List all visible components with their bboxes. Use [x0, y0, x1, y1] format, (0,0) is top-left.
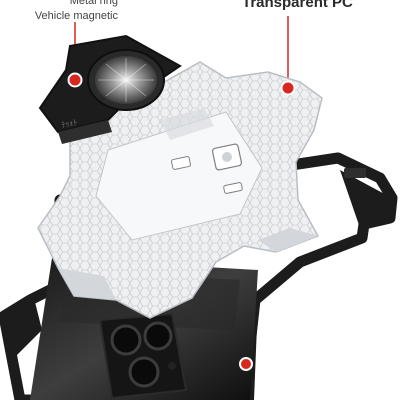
- svg-text:ﾃｩｫﾄ: ﾃｩｫﾄ: [61, 118, 79, 130]
- camera-lens-icon: [143, 321, 173, 351]
- camera-lens-icon: [128, 356, 160, 388]
- vehicle-magnetic-label: Vehicle magnetic: [34, 10, 118, 22]
- flash-icon: [168, 362, 176, 370]
- metal-ring-label: Metal ring: [69, 0, 118, 7]
- callout-dot-icon: [280, 80, 296, 96]
- camera-module: [98, 312, 188, 400]
- callout-dot-icon: [239, 357, 253, 371]
- callout-dot-icon: [67, 72, 83, 88]
- transparent-pc-label: Transparent PC: [242, 0, 353, 11]
- metal-ring-callout: Metal ring Vehicle magnetic: [0, 0, 118, 24]
- magnetic-ring-holder-icon: ﾃｩｫﾄ: [38, 34, 182, 144]
- camera-lens-icon: [110, 324, 142, 356]
